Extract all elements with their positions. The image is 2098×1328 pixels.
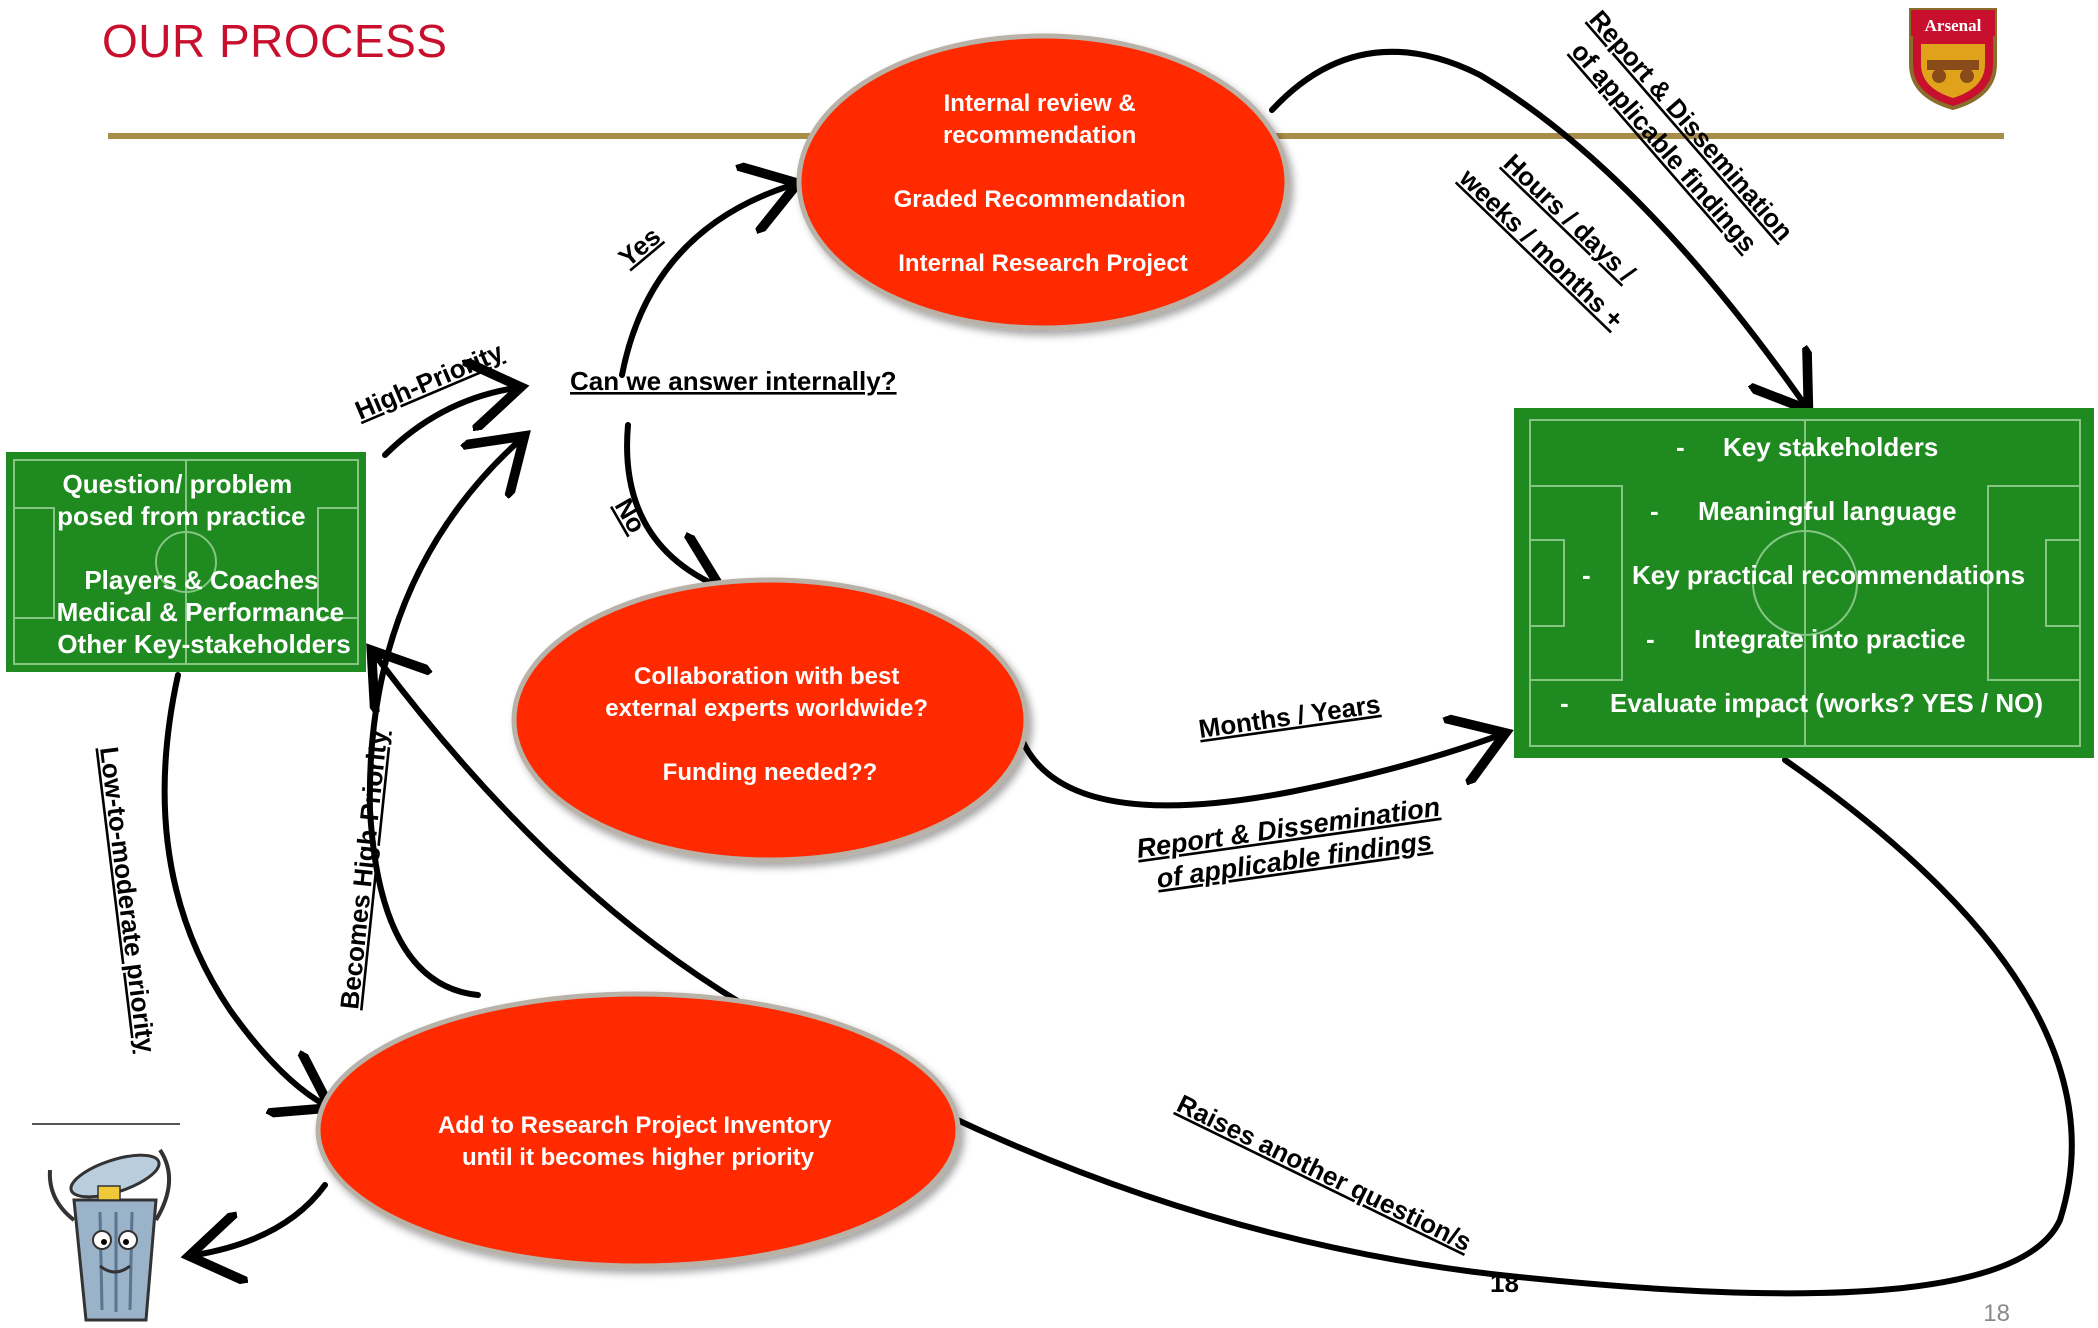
outcome-item: Integrate into practice — [1694, 624, 1966, 654]
svg-text:Collaboration with best: Collaboration with best external experts… — [605, 663, 934, 786]
question-field-box: Question/ problem posed from practice Pl… — [6, 452, 366, 672]
page-title: OUR PROCESS — [102, 15, 448, 67]
label-no: No — [609, 493, 652, 538]
arrows — [161, 48, 2075, 1297]
arrow-yes — [619, 185, 792, 378]
outcome-item: Evaluate impact (works? YES / NO) — [1610, 688, 2043, 718]
question-text: Question/ problem posed from practice Pl… — [57, 469, 352, 659]
decision-label: Can we answer internally? — [570, 366, 897, 396]
logo-text: Arsenal — [1925, 16, 1982, 35]
arrow-high-priority — [382, 388, 515, 458]
outcome-field-box: - Key stakeholders - Meaningful language… — [1514, 408, 2094, 758]
outcome-item: Key stakeholders — [1723, 432, 1938, 462]
arrow-internal-to-outcome — [1269, 48, 1805, 405]
footer-small-number: 18 — [1490, 1268, 1519, 1298]
arrow-to-trash — [195, 1182, 328, 1255]
label-high-priority: High-Priority — [351, 336, 508, 425]
outcome-item: Key practical recommendations — [1632, 560, 2025, 590]
research-inventory-oval: Add to Research Project Inventory until … — [315, 991, 961, 1269]
outcome-item: Meaningful language — [1698, 496, 1957, 526]
outcome-bullet: - — [1560, 688, 1569, 718]
label-raises-question: Raises another question/s — [1172, 1088, 1476, 1257]
outcome-bullet: - — [1582, 560, 1591, 590]
page-number: 18 — [1983, 1300, 2010, 1327]
label-low-priority: Low-to-moderate priority — [94, 745, 161, 1055]
label-becomes-high: Becomes High-Priority — [334, 728, 393, 1010]
svg-text:Internal review & reco: Internal review & recommendation Graded … — [894, 90, 1193, 277]
arsenal-crest-icon: Arsenal — [1909, 8, 1997, 111]
arrow-no — [624, 422, 715, 585]
arrow-becomes-high — [366, 440, 520, 998]
label-report-top-1: Report & Dissemination — [1583, 4, 1799, 246]
arrow-external-to-outcome — [1019, 735, 1500, 809]
arrow-low-priority — [161, 672, 325, 1105]
outcome-bullet: - — [1646, 624, 1655, 654]
trash-can-icon — [32, 1123, 180, 1322]
outcome-bullet: - — [1650, 496, 1659, 526]
label-yes: Yes — [613, 221, 667, 273]
svg-text:Add to Research Project Invent: Add to Research Project Inventory until … — [438, 1112, 838, 1171]
arrow-raises-question — [375, 655, 2075, 1297]
outcome-list: - Key stakeholders - Meaningful language… — [1560, 432, 2043, 718]
outcome-bullet: - — [1676, 432, 1685, 462]
external-collaboration-oval: Collaboration with best external experts… — [511, 577, 1029, 863]
label-months-years: Months / Years — [1197, 689, 1382, 744]
internal-review-oval: Internal review & recommendation Graded … — [796, 33, 1290, 331]
